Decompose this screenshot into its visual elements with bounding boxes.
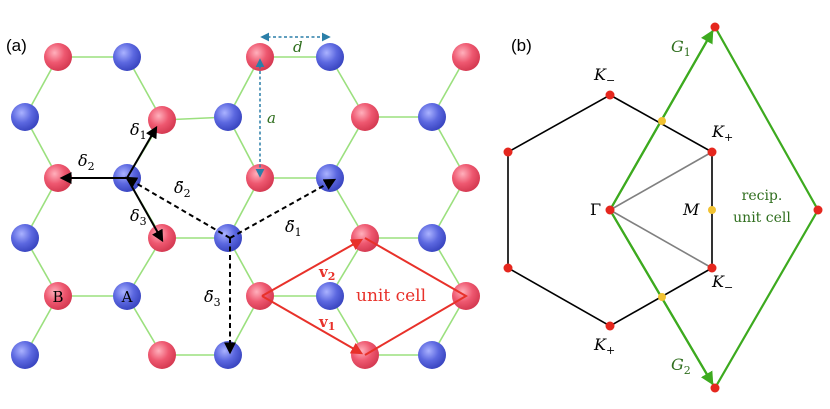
site-a <box>113 282 141 310</box>
delta-tilde1-arrow <box>229 178 337 239</box>
m-label: M <box>682 200 700 219</box>
site-a <box>418 224 446 252</box>
site-a <box>11 341 39 369</box>
site-a <box>214 224 242 252</box>
panel-b-label: (b) <box>511 36 532 55</box>
site-b <box>452 43 480 71</box>
site-a <box>214 341 242 369</box>
gamma-k-line <box>609 209 713 269</box>
delta3-label: δ3 <box>130 206 147 228</box>
site-b <box>246 164 274 192</box>
v1-arrow <box>261 295 364 355</box>
k-point-red <box>605 321 615 331</box>
site-a <box>11 224 39 252</box>
site-b <box>148 106 176 134</box>
k-point-red <box>605 90 615 100</box>
k-point-red <box>503 263 513 273</box>
site-a-label: A <box>121 288 133 306</box>
site-b <box>246 282 274 310</box>
panel-a-label: (a) <box>6 36 27 55</box>
m-point-yellow <box>658 293 666 301</box>
delta1-arrow <box>126 125 158 179</box>
delta-tilde3-label: δ̃3 <box>204 287 221 309</box>
k-point-red <box>503 147 513 157</box>
recip-unit-cell-label-line2: unit cell <box>733 210 791 226</box>
unit-cell-label: unit cell <box>356 286 426 306</box>
lattice-bonds <box>24 56 467 356</box>
rhombus-corner <box>710 22 720 32</box>
v2-label: v2 <box>318 263 335 283</box>
delta-tilde1-label: δ̃1 <box>285 217 302 239</box>
site-a <box>316 43 344 71</box>
site-b <box>452 164 480 192</box>
k-minus-right-label: K− <box>711 272 733 294</box>
site-a <box>11 103 39 131</box>
site-b <box>44 282 72 310</box>
k-point-red <box>707 263 717 273</box>
gamma-k-line <box>609 151 713 211</box>
gamma-label: Γ <box>590 200 601 219</box>
rhombus-corner <box>710 383 720 393</box>
delta1-label: δ1 <box>130 120 147 142</box>
site-a <box>418 103 446 131</box>
site-b <box>148 341 176 369</box>
m-point-yellow <box>708 206 716 214</box>
site-a <box>214 103 242 131</box>
distance-d-label: d <box>293 38 303 56</box>
site-b-label: B <box>52 288 63 306</box>
G2-label: G2 <box>671 355 691 377</box>
site-b <box>44 164 72 192</box>
v1-label: v1 <box>318 313 335 333</box>
site-b <box>351 103 379 131</box>
k-plus-right-label: K+ <box>711 122 733 144</box>
brillouin-zone: K− K+ Γ M K− K+ G1 G2 recip. unit cell <box>503 22 823 393</box>
m-point-yellow <box>658 117 666 125</box>
site-b <box>44 43 72 71</box>
recip-unit-cell-label-line1: recip. <box>742 188 783 204</box>
delta-tilde2-label: δ̃2 <box>174 178 191 200</box>
delta3-arrow <box>126 177 164 243</box>
site-a <box>316 282 344 310</box>
site-b <box>246 43 274 71</box>
rhombus-corner <box>813 205 823 215</box>
G1-label: G1 <box>671 37 691 59</box>
bond-a-label: a <box>267 109 276 127</box>
unit-cell-outline <box>364 237 468 356</box>
k-point-red <box>707 147 717 157</box>
k-plus-bottom-label: K+ <box>593 335 615 357</box>
delta2-label: δ2 <box>78 151 95 173</box>
site-a <box>113 43 141 71</box>
k-minus-top-label: K− <box>593 65 615 87</box>
honeycomb-lattice: B A d a δ1 δ2 δ3 δ̃1 δ̃2 δ̃3 <box>11 32 480 369</box>
v2-arrow <box>261 238 364 297</box>
site-a <box>418 341 446 369</box>
delta-tilde2-arrow <box>124 176 231 239</box>
gamma-point <box>605 205 615 215</box>
